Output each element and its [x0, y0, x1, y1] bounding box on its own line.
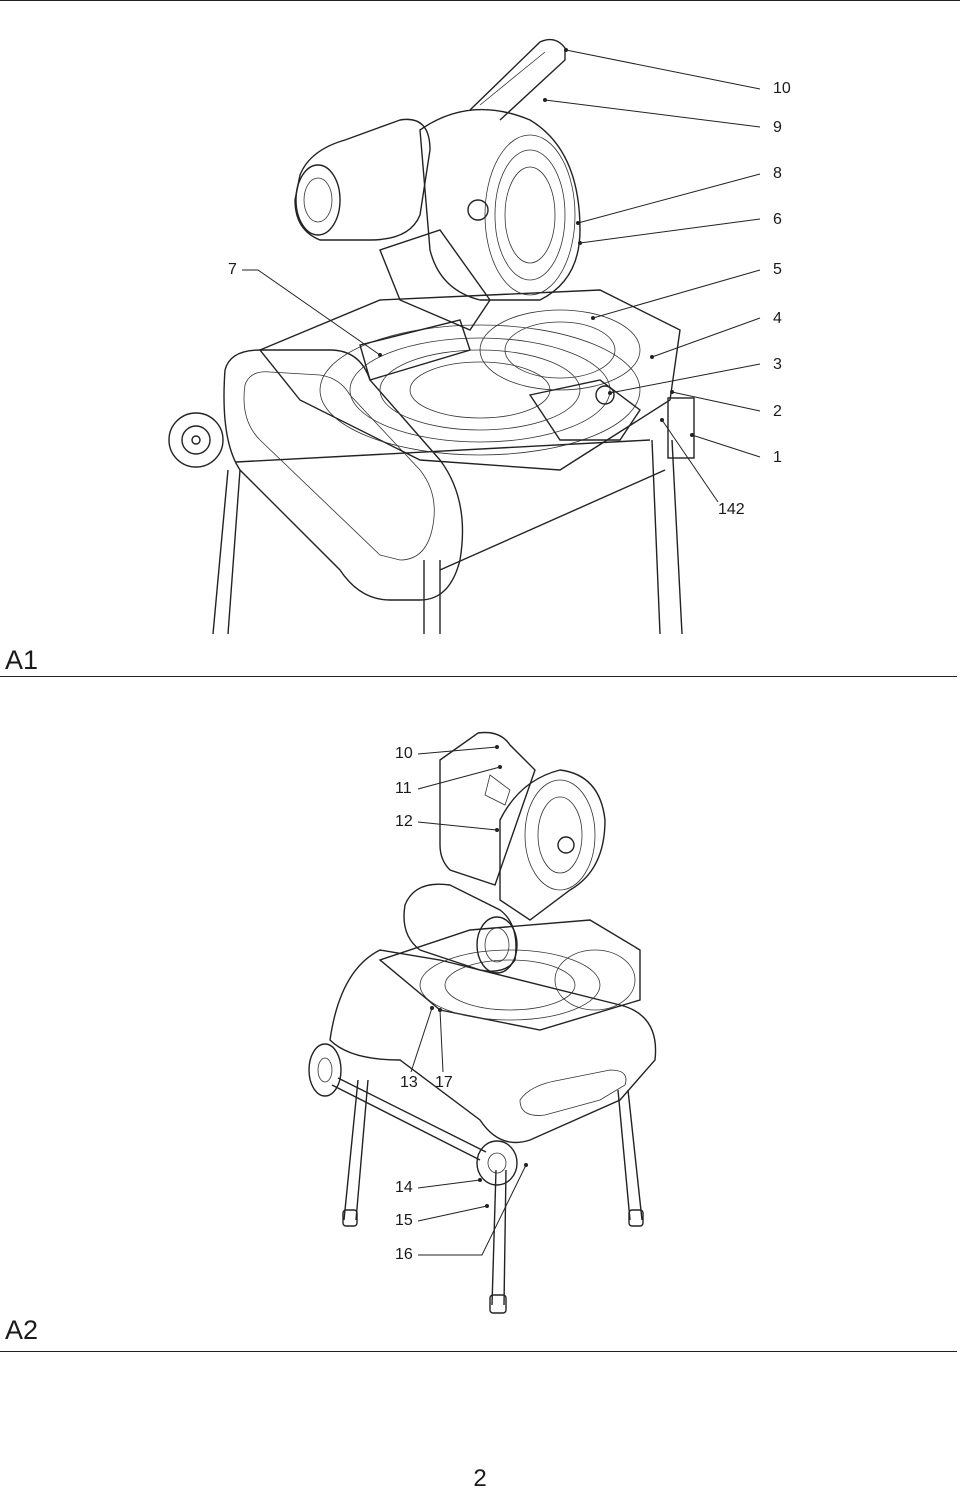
- callout-a1-2: 2: [773, 403, 782, 420]
- callout-a1-6: 6: [773, 211, 782, 228]
- figure-label-a1: A1: [5, 645, 39, 675]
- callout-a2-16: 16: [395, 1246, 413, 1263]
- callout-a2-17: 17: [435, 1074, 453, 1091]
- callout-a1-1: 1: [773, 449, 782, 466]
- top-rule: [0, 0, 960, 1]
- figure-a2-leaders: [410, 745, 528, 1256]
- figure-a2-rule: [0, 1351, 957, 1352]
- callout-a1-8: 8: [773, 165, 782, 182]
- page-number: 2: [473, 1465, 487, 1492]
- figure-a2-illustration: [308, 731, 657, 1314]
- callout-a2-10: 10: [395, 745, 413, 762]
- callout-a2-11: 11: [395, 780, 412, 797]
- figure-a1-rule: [0, 676, 957, 677]
- figure-a1-leaders: [242, 48, 761, 503]
- callout-a1-3: 3: [773, 356, 782, 373]
- callout-a2-15: 15: [395, 1212, 413, 1229]
- callout-a1-142: 142: [718, 501, 745, 518]
- callout-a2-12: 12: [395, 813, 413, 830]
- callout-a1-4: 4: [773, 310, 782, 327]
- figure-a1-illustration: [168, 38, 695, 635]
- figure-label-a2: A2: [5, 1315, 39, 1345]
- callout-a1-7: 7: [228, 261, 237, 278]
- callout-a1-9: 9: [773, 119, 782, 136]
- callout-a1-5: 5: [773, 261, 782, 278]
- callout-a2-13: 13: [400, 1074, 418, 1091]
- callout-a2-14: 14: [395, 1179, 413, 1196]
- callout-a1-10: 10: [773, 80, 791, 97]
